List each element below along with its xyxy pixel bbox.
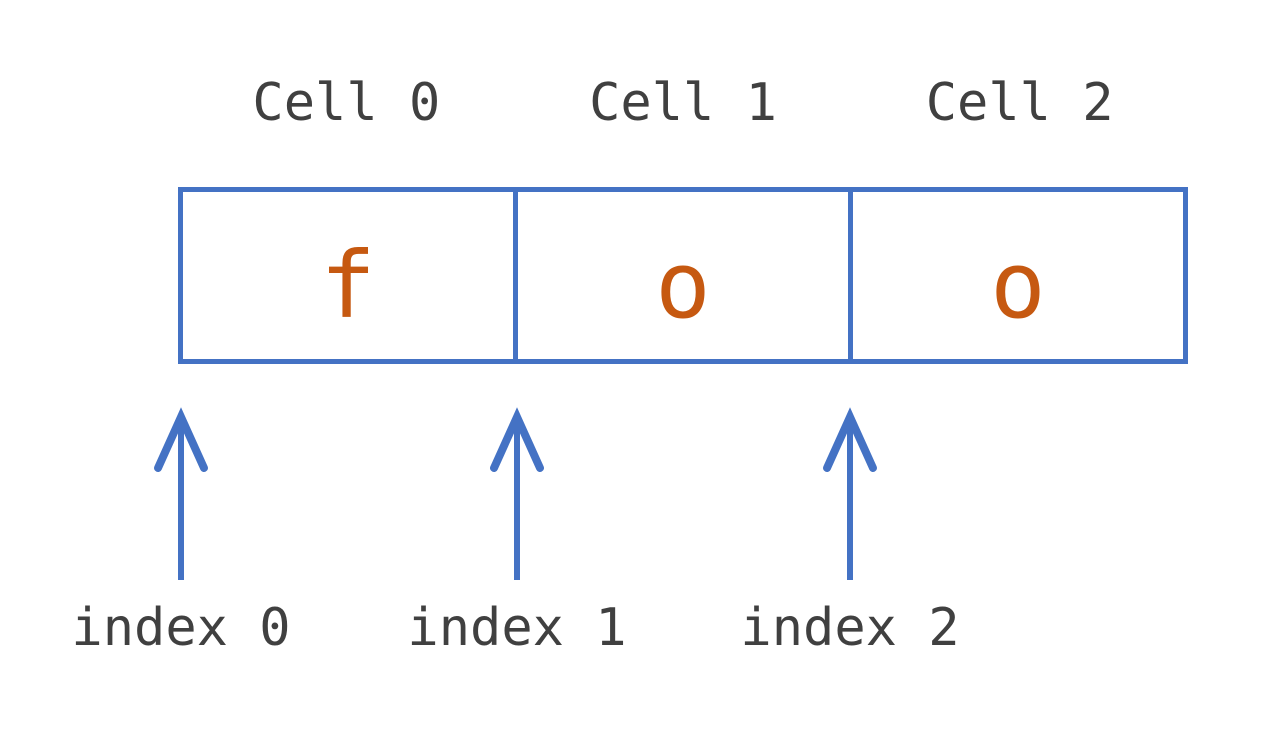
index-arrow-1-up-icon (490, 407, 544, 580)
cell-1-value: o (655, 231, 711, 339)
index-arrow-2-up-icon (823, 407, 877, 580)
index-arrow-0-up-icon (154, 407, 208, 580)
cell-2: o (848, 192, 1183, 359)
cell-0: f (183, 192, 513, 359)
cell-label-2: Cell 2 (925, 73, 1114, 133)
index-label-0: index 0 (71, 598, 291, 658)
cell-1: o (513, 192, 848, 359)
cell-labels-row: Cell 0 Cell 1 Cell 2 (178, 72, 1188, 134)
index-label-1: index 1 (407, 598, 627, 658)
cell-label-0: Cell 0 (252, 73, 441, 133)
index-label-2: index 2 (740, 598, 960, 658)
string-cells-box: f o o (178, 187, 1188, 364)
cell-label-1: Cell 1 (589, 73, 777, 133)
cell-2-value: o (990, 231, 1046, 339)
cell-0-value: f (320, 231, 376, 339)
